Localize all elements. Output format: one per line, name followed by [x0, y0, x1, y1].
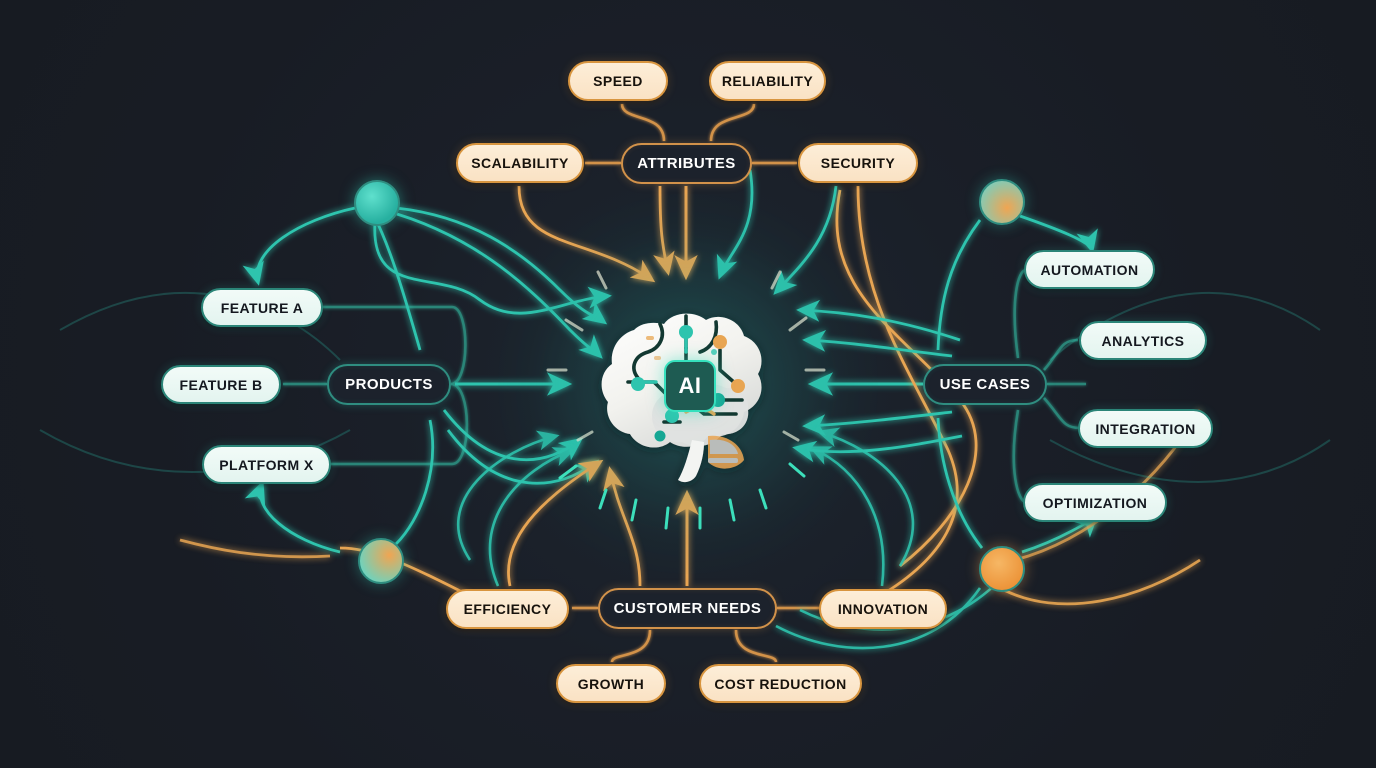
leaf-security-label: SECURITY [820, 155, 896, 171]
leaf-growth-label: GROWTH [577, 675, 645, 692]
leaf-cost-reduction[interactable]: COST REDUCTION [699, 664, 862, 703]
flow-usecases-loop [792, 214, 1099, 554]
flow-top-teal [373, 169, 838, 359]
leaf-optimization[interactable]: OPTIMIZATION [1023, 483, 1167, 522]
leaf-scalability-label: SCALABILITY [471, 155, 569, 171]
leaf-automation[interactable]: AUTOMATION [1024, 250, 1155, 289]
hub-leaf-links-teal [283, 268, 1086, 504]
leaf-growth[interactable]: GROWTH [556, 664, 666, 703]
hub-use-cases-label: USE CASES [939, 376, 1031, 393]
leaf-feature-b[interactable]: FEATURE B [161, 365, 281, 404]
leaf-security[interactable]: SECURITY [798, 143, 918, 183]
dot-node-bottom-left[interactable] [358, 538, 404, 584]
leaf-innovation-label: INNOVATION [837, 601, 929, 617]
leaf-cost-reduction-label: COST REDUCTION [714, 675, 847, 692]
leaf-feature-a-label: FEATURE A [220, 299, 304, 316]
hub-products-label: PRODUCTS [345, 376, 433, 393]
leaf-reliability[interactable]: RELIABILITY [709, 61, 826, 101]
dot-node-bottom-right[interactable] [979, 546, 1025, 592]
hub-leaf-links-orange [572, 103, 822, 663]
leaf-analytics-label: ANALYTICS [1101, 332, 1185, 349]
dot-node-top-left[interactable] [354, 180, 400, 226]
leaf-speed[interactable]: SPEED [568, 61, 668, 101]
leaf-feature-b-label: FEATURE B [179, 376, 263, 393]
hub-products[interactable]: PRODUCTS [327, 364, 451, 405]
hub-customer-needs-label: CUSTOMER NEEDS [613, 600, 762, 617]
leaf-integration[interactable]: INTEGRATION [1078, 409, 1213, 448]
leaf-feature-a[interactable]: FEATURE A [201, 288, 323, 327]
leaf-automation-label: AUTOMATION [1040, 261, 1139, 278]
radiating-sparks [546, 270, 826, 530]
leaf-optimization-label: OPTIMIZATION [1042, 494, 1148, 511]
axis-arrows [455, 186, 923, 586]
leaf-platform-x[interactable]: PLATFORM X [202, 445, 331, 484]
leaf-speed-label: SPEED [593, 73, 643, 89]
leaf-integration-label: INTEGRATION [1095, 420, 1196, 437]
hub-attributes-label: ATTRIBUTES [637, 155, 736, 172]
leaf-innovation[interactable]: INNOVATION [819, 589, 947, 629]
leaf-efficiency[interactable]: EFFICIENCY [446, 589, 569, 629]
ai-chip-label: AI [664, 360, 716, 412]
leaf-platform-x-label: PLATFORM X [219, 456, 314, 473]
leaf-scalability[interactable]: SCALABILITY [456, 143, 584, 183]
dot-node-top-right[interactable] [979, 179, 1025, 225]
hub-attributes[interactable]: ATTRIBUTES [621, 143, 752, 184]
leaf-reliability-label: RELIABILITY [721, 73, 814, 89]
hub-use-cases[interactable]: USE CASES [923, 364, 1047, 405]
ai-brain-center[interactable]: AI [498, 194, 878, 574]
hub-customer-needs[interactable]: CUSTOMER NEEDS [598, 588, 777, 629]
leaf-analytics[interactable]: ANALYTICS [1079, 321, 1207, 360]
leaf-efficiency-label: EFFICIENCY [463, 601, 552, 617]
